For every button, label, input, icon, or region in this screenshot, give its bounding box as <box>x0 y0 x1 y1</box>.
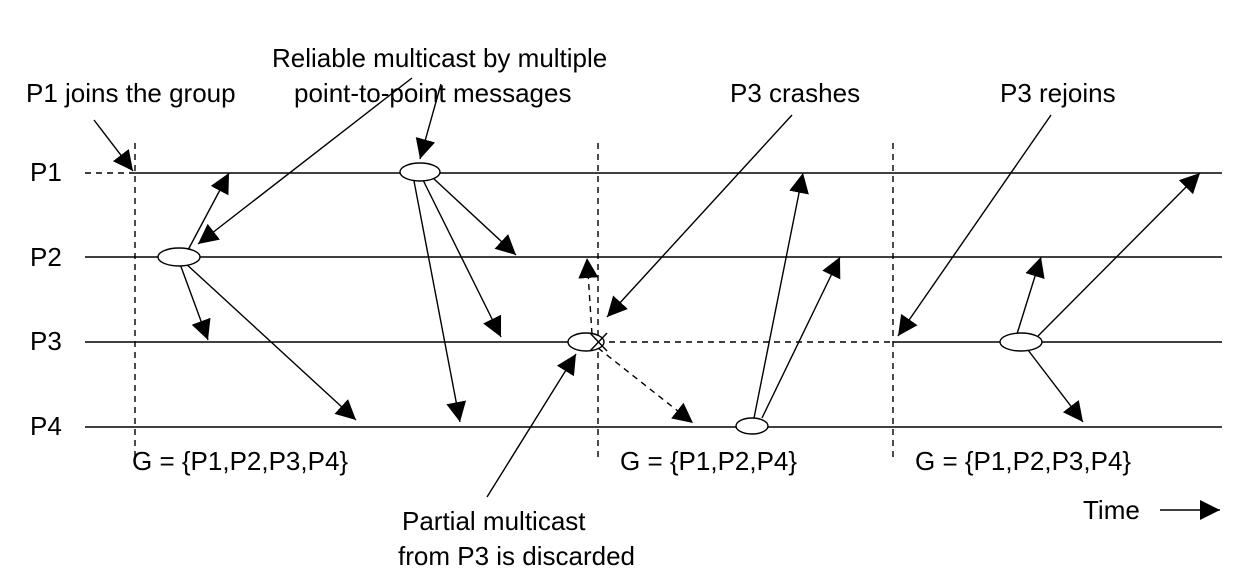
message-arrow <box>1016 256 1045 335</box>
group-view-label-2: G = {P1,P2,P4} <box>620 446 797 476</box>
multicast-sender-marker <box>735 417 769 435</box>
callout-pointer-crash <box>606 114 793 318</box>
callout-pointer-reliable <box>197 77 413 245</box>
process-label-p2: P2 <box>30 242 62 272</box>
message-arrow <box>413 180 467 423</box>
discarded-message-arrow <box>578 257 599 335</box>
callout-pointers <box>93 77 1052 498</box>
process-label-p3: P3 <box>30 326 62 356</box>
annotation-crash: P3 crashes <box>730 78 860 108</box>
callout-pointer-partial <box>486 353 577 498</box>
annotation-rejoin: P3 rejoins <box>1000 78 1116 108</box>
message-arrow <box>187 172 230 251</box>
process-label-p4: P4 <box>30 411 62 441</box>
message-arrow <box>1027 349 1084 423</box>
multicast-sender-marker <box>399 162 441 182</box>
discarded-message-arrow <box>597 347 694 424</box>
multicast-from-p4 <box>735 172 841 435</box>
multicast-from-p1 <box>399 162 517 423</box>
group-view-label-1: G = {P1,P2,P3,P4} <box>132 446 348 476</box>
callout-pointer-rejoin <box>897 114 1052 337</box>
message-arrow <box>183 261 357 421</box>
multicast-from-p3-rejoined <box>999 172 1201 423</box>
annotation-partial-line-1: Partial multicast <box>402 506 586 536</box>
callout-pointer-join <box>93 119 134 172</box>
message-arrow <box>432 177 517 256</box>
message-arrow <box>753 172 809 419</box>
multicast-sender-marker <box>157 247 201 267</box>
message-arrow <box>179 263 211 341</box>
crash-marker <box>589 332 608 352</box>
process-timelines <box>85 172 1222 428</box>
partial-multicast-from-p3 <box>567 257 694 424</box>
annotation-partial-line-2: from P3 is discarded <box>398 541 635 571</box>
multicast-sender-marker <box>999 332 1043 352</box>
message-arrow <box>422 179 502 338</box>
time-label: Time <box>1083 495 1140 525</box>
message-arrow <box>1037 172 1201 337</box>
callout-pointer-reliable <box>415 83 442 160</box>
annotation-join: P1 joins the group <box>26 78 236 108</box>
annotation-reliable-line-2: point-to-point messages <box>294 78 571 108</box>
process-label-p1: P1 <box>30 157 62 187</box>
group-view-label-3: G = {P1,P2,P3,P4} <box>915 446 1131 476</box>
message-arrow <box>761 256 841 419</box>
multicast-from-p2 <box>157 172 357 421</box>
annotation-reliable-line-1: Reliable multicast by multiple <box>272 43 607 73</box>
